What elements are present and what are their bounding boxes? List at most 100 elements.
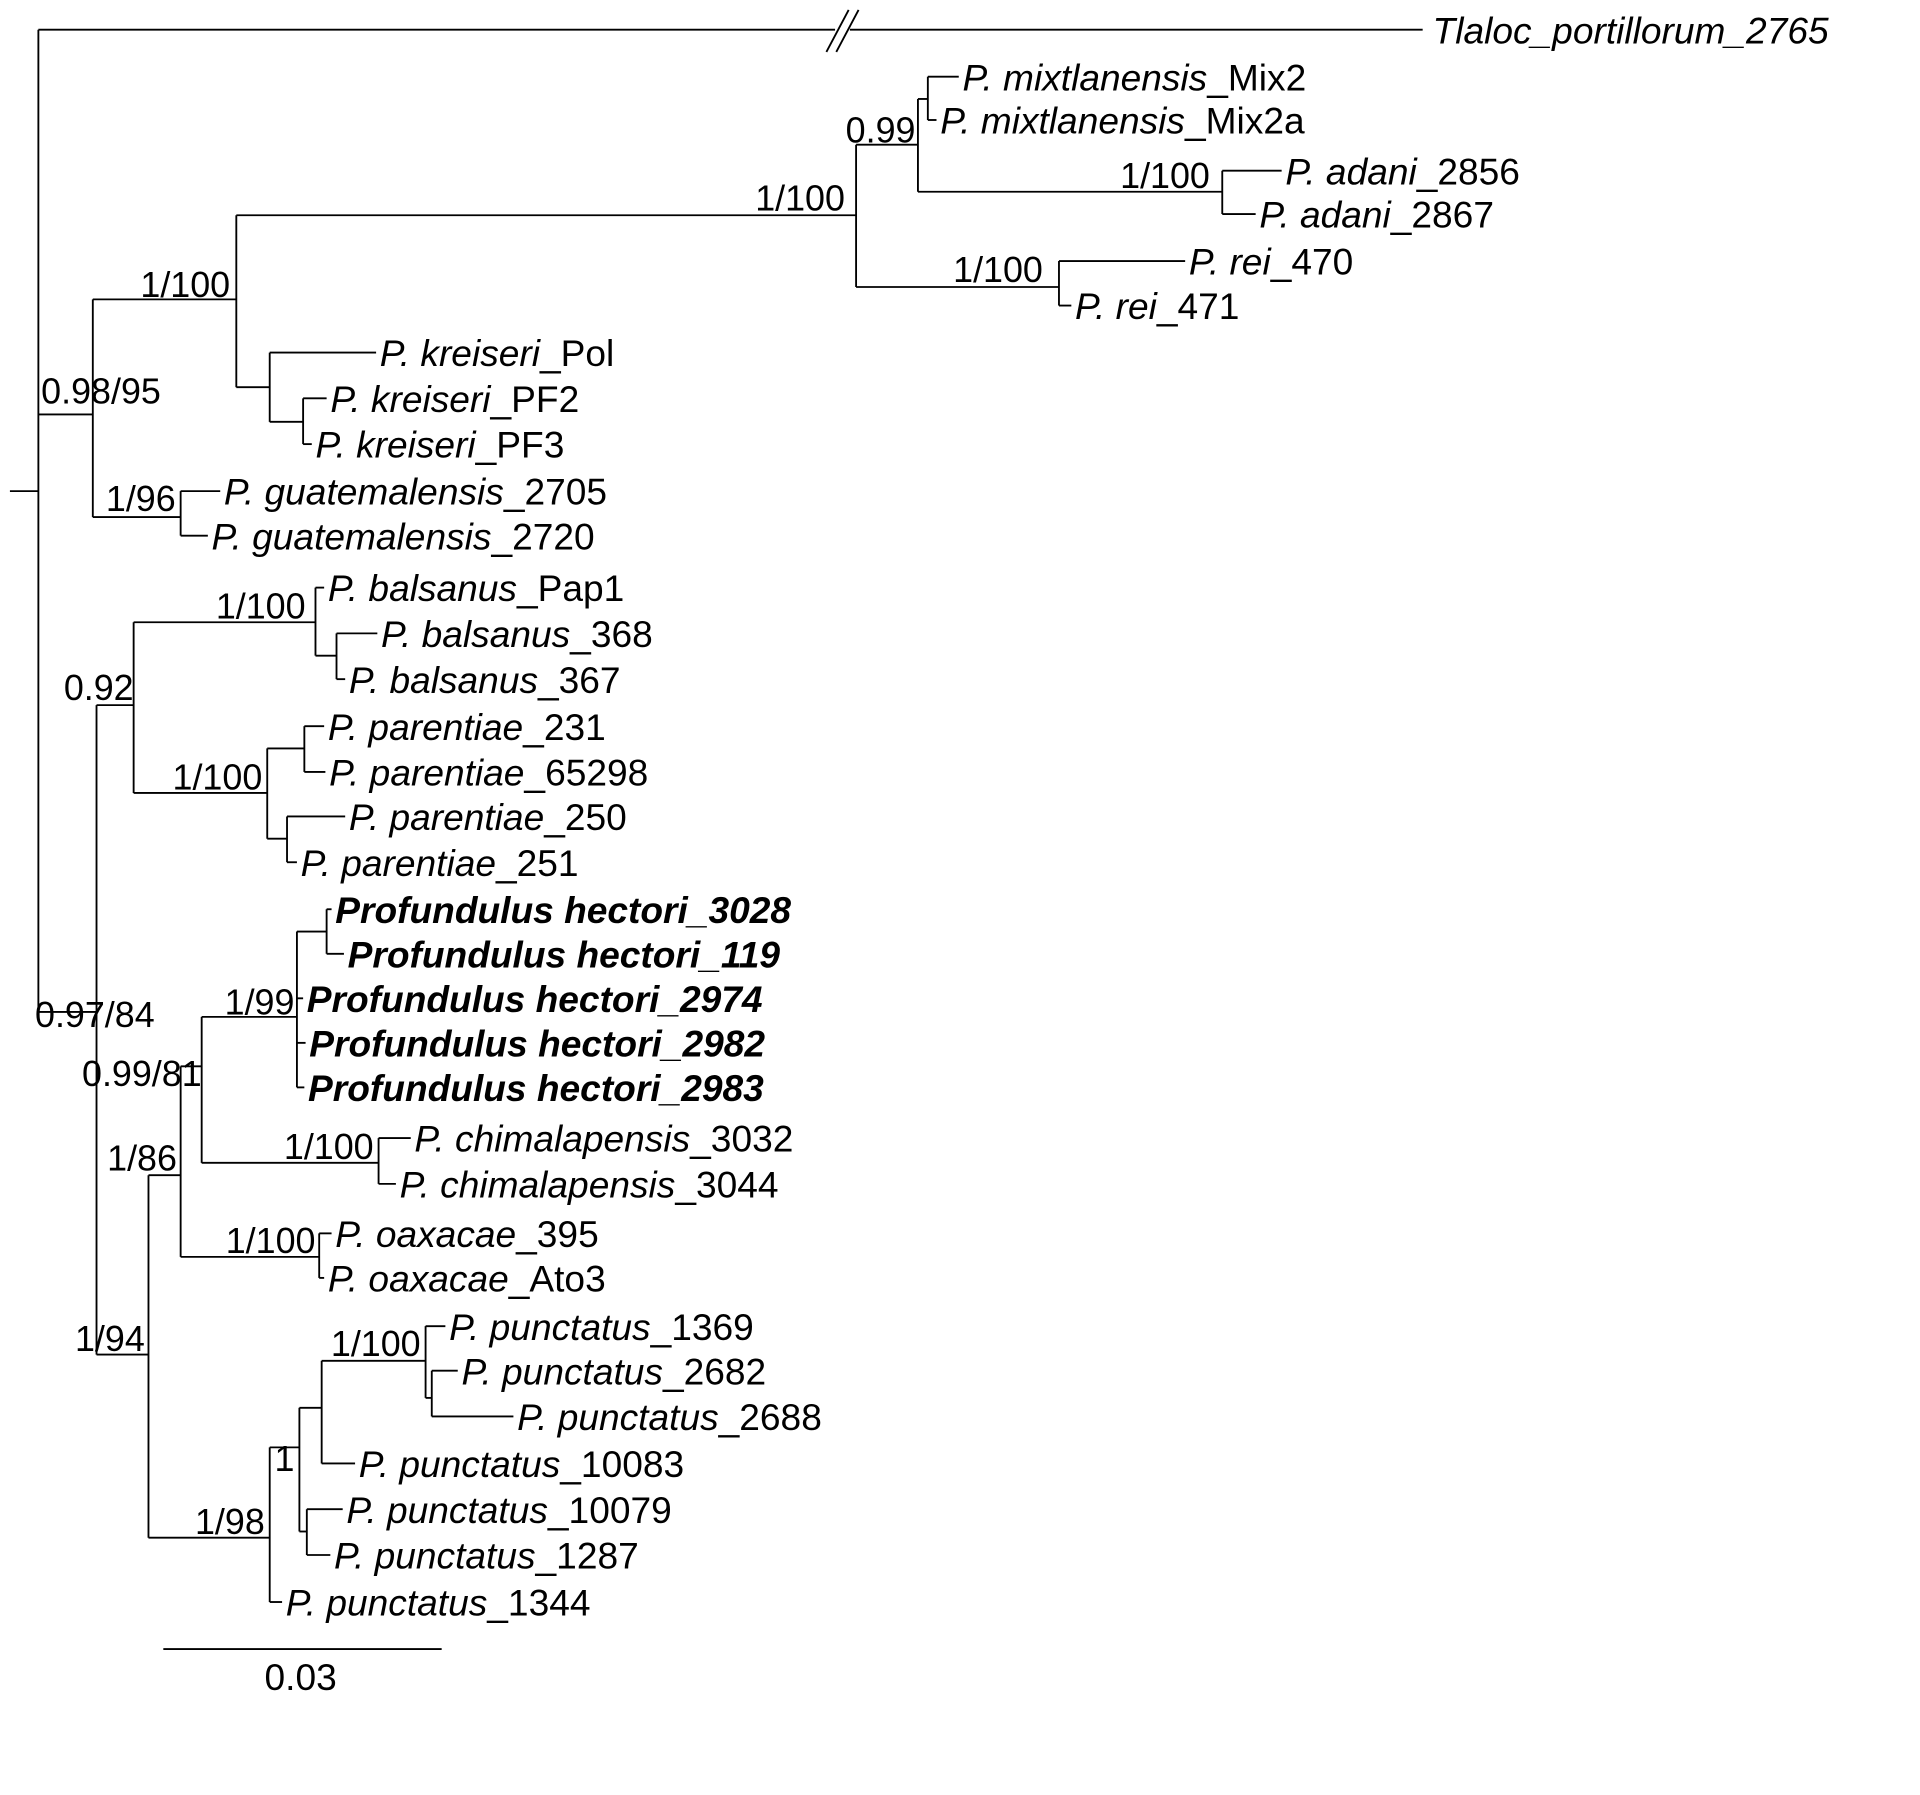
tip-label: P. chimalapensis_3044 bbox=[400, 1163, 779, 1205]
tip-label: P. rei_470 bbox=[1189, 241, 1353, 283]
tree-branches bbox=[9, 9, 1423, 1650]
specimen-id: _2867 bbox=[1390, 194, 1494, 236]
taxon-name: P. mixtlanensis bbox=[940, 100, 1185, 142]
taxon-name: Profundulus hectori bbox=[307, 978, 660, 1020]
specimen-id: _Mix2a bbox=[1184, 100, 1305, 142]
specimen-id: _251 bbox=[495, 842, 579, 884]
taxon-name: P. oaxacae bbox=[328, 1258, 509, 1300]
tip-label: P. balsanus_368 bbox=[381, 613, 653, 655]
tip-label: Profundulus hectori_119 bbox=[348, 933, 781, 975]
specimen-id: _3032 bbox=[689, 1118, 793, 1160]
specimen-id: _Pol bbox=[539, 332, 614, 374]
taxon-name: Profundulus hectori bbox=[335, 889, 688, 931]
tip-label: P. punctatus_2682 bbox=[461, 1350, 766, 1392]
specimen-id: _2983 bbox=[658, 1067, 765, 1109]
specimen-id: _368 bbox=[569, 613, 653, 655]
specimen-id: _3028 bbox=[685, 889, 792, 931]
taxon-name: Profundulus hectori bbox=[308, 1067, 661, 1109]
taxon-name: P. punctatus bbox=[517, 1396, 719, 1438]
taxon-name: Profundulus hectori bbox=[348, 933, 701, 975]
support-value: 1/100 bbox=[216, 587, 306, 627]
specimen-id: _231 bbox=[522, 706, 606, 748]
specimen-id: _2682 bbox=[662, 1350, 766, 1392]
support-value: 1 bbox=[274, 1439, 294, 1479]
taxon-name: P. punctatus bbox=[359, 1443, 561, 1485]
support-value: 1/100 bbox=[1120, 156, 1210, 196]
tip-label: P. kreiseri_Pol bbox=[380, 332, 614, 374]
support-value: 1/100 bbox=[755, 178, 845, 218]
specimen-id: _1287 bbox=[535, 1535, 639, 1577]
tip-label: P. chimalapensis_3032 bbox=[414, 1118, 793, 1160]
tip-label: P. guatemalensis_2705 bbox=[224, 471, 607, 513]
tip-label: Profundulus hectori_2983 bbox=[308, 1067, 764, 1109]
taxon-name: P. balsanus bbox=[349, 659, 538, 701]
support-value: 1/100 bbox=[140, 265, 230, 305]
taxon-name: P. balsanus bbox=[328, 567, 517, 609]
taxon-name: P. parentiae bbox=[301, 842, 496, 884]
specimen-id: _1369 bbox=[650, 1306, 754, 1348]
taxon-name: P. chimalapensis bbox=[400, 1163, 676, 1205]
taxon-name: P. punctatus bbox=[449, 1306, 651, 1348]
tip-label: P. rei_471 bbox=[1075, 285, 1239, 327]
support-value: 1/98 bbox=[195, 1502, 265, 1542]
tip-label: Profundulus hectori_2974 bbox=[307, 978, 763, 1020]
support-value: 0.92 bbox=[64, 668, 134, 708]
specimen-id: _119 bbox=[697, 933, 780, 975]
tip-label: P. mixtlanensis_Mix2a bbox=[940, 100, 1305, 142]
specimen-id: _Mix2 bbox=[1206, 56, 1306, 98]
specimen-id: _471 bbox=[1156, 285, 1240, 327]
support-value: 1/100 bbox=[331, 1324, 421, 1364]
specimen-id: _250 bbox=[543, 796, 627, 838]
taxon-name: P. kreiseri bbox=[315, 424, 477, 466]
tip-label: P. kreiseri_PF3 bbox=[315, 424, 564, 466]
taxon-name: P. mixtlanensis bbox=[962, 56, 1207, 98]
specimen-id: _PF3 bbox=[475, 424, 565, 466]
support-value: 1/100 bbox=[226, 1221, 316, 1261]
specimen-id: _PF2 bbox=[490, 378, 580, 420]
taxon-name: P. punctatus bbox=[334, 1535, 536, 1577]
tip-label: P. parentiae_250 bbox=[349, 796, 627, 838]
tip-label: P. punctatus_1369 bbox=[449, 1306, 754, 1348]
tip-label: P. oaxacae_395 bbox=[335, 1213, 598, 1255]
specimen-id: _470 bbox=[1270, 241, 1354, 283]
specimen-id: _2688 bbox=[718, 1396, 822, 1438]
support-value: 1/100 bbox=[284, 1127, 374, 1167]
taxon-name: P. oaxacae bbox=[335, 1213, 516, 1255]
tip-label: Profundulus hectori_2982 bbox=[309, 1022, 765, 1064]
specimen-id: _2982 bbox=[659, 1022, 766, 1064]
taxon-name: P. parentiae bbox=[349, 796, 544, 838]
taxon-name: P. chimalapensis bbox=[414, 1118, 690, 1160]
taxon-name: P. rei bbox=[1075, 285, 1159, 327]
specimen-id: _2974 bbox=[656, 978, 762, 1020]
support-value: 1/100 bbox=[953, 250, 1043, 290]
taxon-name: P. kreiseri bbox=[380, 332, 542, 374]
specimen-id: _3044 bbox=[674, 1163, 778, 1205]
tip-label: Tlaloc_portillorum_2765 bbox=[1433, 9, 1829, 51]
specimen-id: _65298 bbox=[523, 752, 648, 794]
specimen-id: _Ato3 bbox=[508, 1258, 606, 1300]
tip-label: P. parentiae_231 bbox=[328, 706, 606, 748]
specimen-id: _2720 bbox=[490, 515, 594, 557]
support-value: 1/100 bbox=[173, 757, 263, 797]
specimen-id: _395 bbox=[515, 1213, 599, 1255]
tip-label: P. balsanus_Pap1 bbox=[328, 567, 624, 609]
support-value: 0.97/84 bbox=[35, 995, 155, 1035]
taxon-name: P. punctatus bbox=[461, 1350, 663, 1392]
specimen-id: _10079 bbox=[547, 1489, 672, 1531]
tip-label: P. parentiae_251 bbox=[301, 842, 579, 884]
support-value: 1/96 bbox=[106, 479, 176, 519]
taxon-name: Tlaloc_portillorum_2765 bbox=[1433, 9, 1829, 51]
support-value: 0.99 bbox=[846, 110, 916, 150]
tip-label: P. adani_2856 bbox=[1285, 150, 1520, 192]
taxon-name: P. punctatus bbox=[286, 1582, 488, 1624]
tip-label: P. guatemalensis_2720 bbox=[212, 515, 595, 557]
tip-label: P. punctatus_10083 bbox=[359, 1443, 684, 1485]
taxon-name: P. adani bbox=[1259, 194, 1392, 236]
taxon-name: P. balsanus bbox=[381, 613, 570, 655]
tip-label: P. punctatus_1287 bbox=[334, 1535, 639, 1577]
taxon-name: P. kreiseri bbox=[330, 378, 492, 420]
taxon-name: Profundulus hectori bbox=[309, 1022, 662, 1064]
specimen-id: _2705 bbox=[503, 471, 607, 513]
